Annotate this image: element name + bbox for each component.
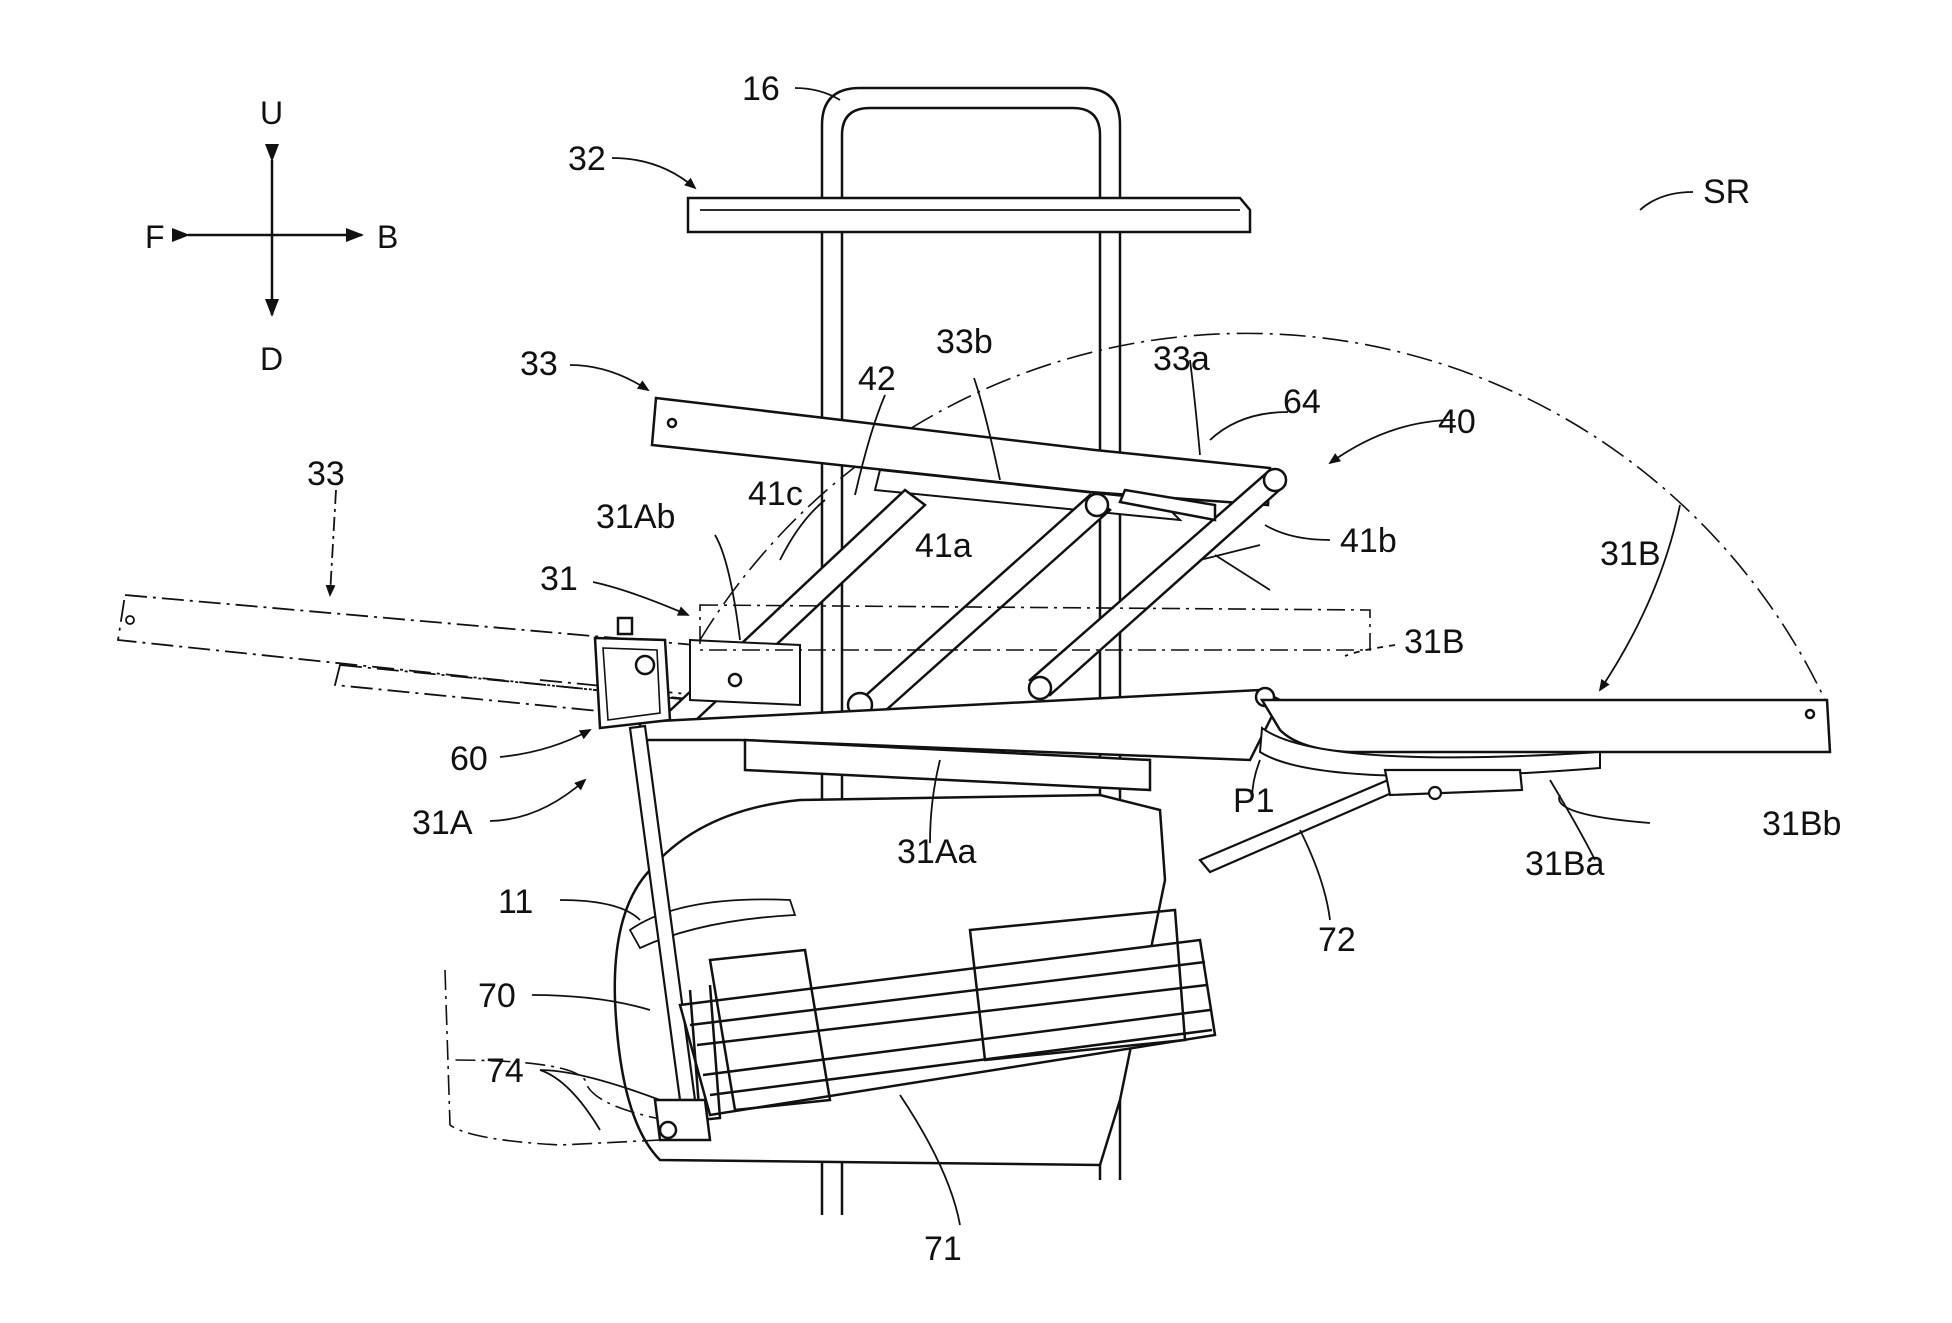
- label-front-frame: 31A: [412, 804, 473, 842]
- label-lock-lever: 64: [1283, 383, 1321, 421]
- label-hook: 74: [486, 1052, 524, 1090]
- label-link-rear-arm: 41b: [1340, 522, 1397, 560]
- phantom-bag: [444, 969, 666, 1146]
- label-seat-rear-part: 33a: [1153, 340, 1210, 378]
- dir-back: B: [377, 219, 398, 255]
- backrest: [686, 196, 1252, 234]
- label-rear-frame-end: 31Bb: [1762, 805, 1841, 843]
- label-link-front-arm: 41c: [748, 475, 803, 513]
- label-front-frame-arm: 31Aa: [897, 833, 976, 871]
- dir-down: D: [260, 341, 283, 377]
- dir-up: U: [260, 95, 283, 131]
- label-link-mechanism: 40: [1438, 403, 1476, 441]
- label-body: 11: [498, 883, 533, 921]
- label-link-pin: 42: [858, 360, 896, 398]
- latch: [593, 616, 672, 730]
- leader-lines: [325, 87, 1694, 1226]
- dir-front: F: [145, 219, 165, 255]
- label-front-base-side: 31Ab: [596, 498, 675, 536]
- label-handle: 16: [742, 70, 780, 108]
- label-latch: 60: [450, 740, 488, 778]
- label-basket-frame: 71: [924, 1230, 962, 1268]
- label-rear-frame-upper: 31B: [1600, 535, 1661, 573]
- label-seat-front-part: 33b: [936, 323, 993, 361]
- stay: [1198, 768, 1524, 874]
- base-frame: [638, 604, 1371, 792]
- rear-frame: [1258, 698, 1832, 778]
- direction-indicator: U D F B: [145, 95, 398, 377]
- label-backrest: 32: [568, 140, 606, 178]
- label-link-middle-arm: 41a: [915, 527, 972, 565]
- label-seat-phantom: 33: [307, 455, 345, 493]
- reference-labels: 16 32 33 33 33b 33a 42 64 40 SR 31Ab 41c…: [307, 70, 1841, 1268]
- label-rear-frame-arm: 31Ba: [1525, 845, 1604, 883]
- label-base-frame: 31: [540, 560, 578, 598]
- label-seat-upper: 33: [520, 345, 558, 383]
- handle-frame: [820, 86, 1122, 1215]
- label-rear-frame-folded: 31B: [1404, 623, 1465, 661]
- label-arc: SR: [1703, 173, 1750, 211]
- label-basket: 70: [478, 977, 516, 1015]
- basket: [653, 908, 1217, 1142]
- label-stay: 72: [1318, 921, 1356, 959]
- label-pivot: P1: [1233, 782, 1275, 820]
